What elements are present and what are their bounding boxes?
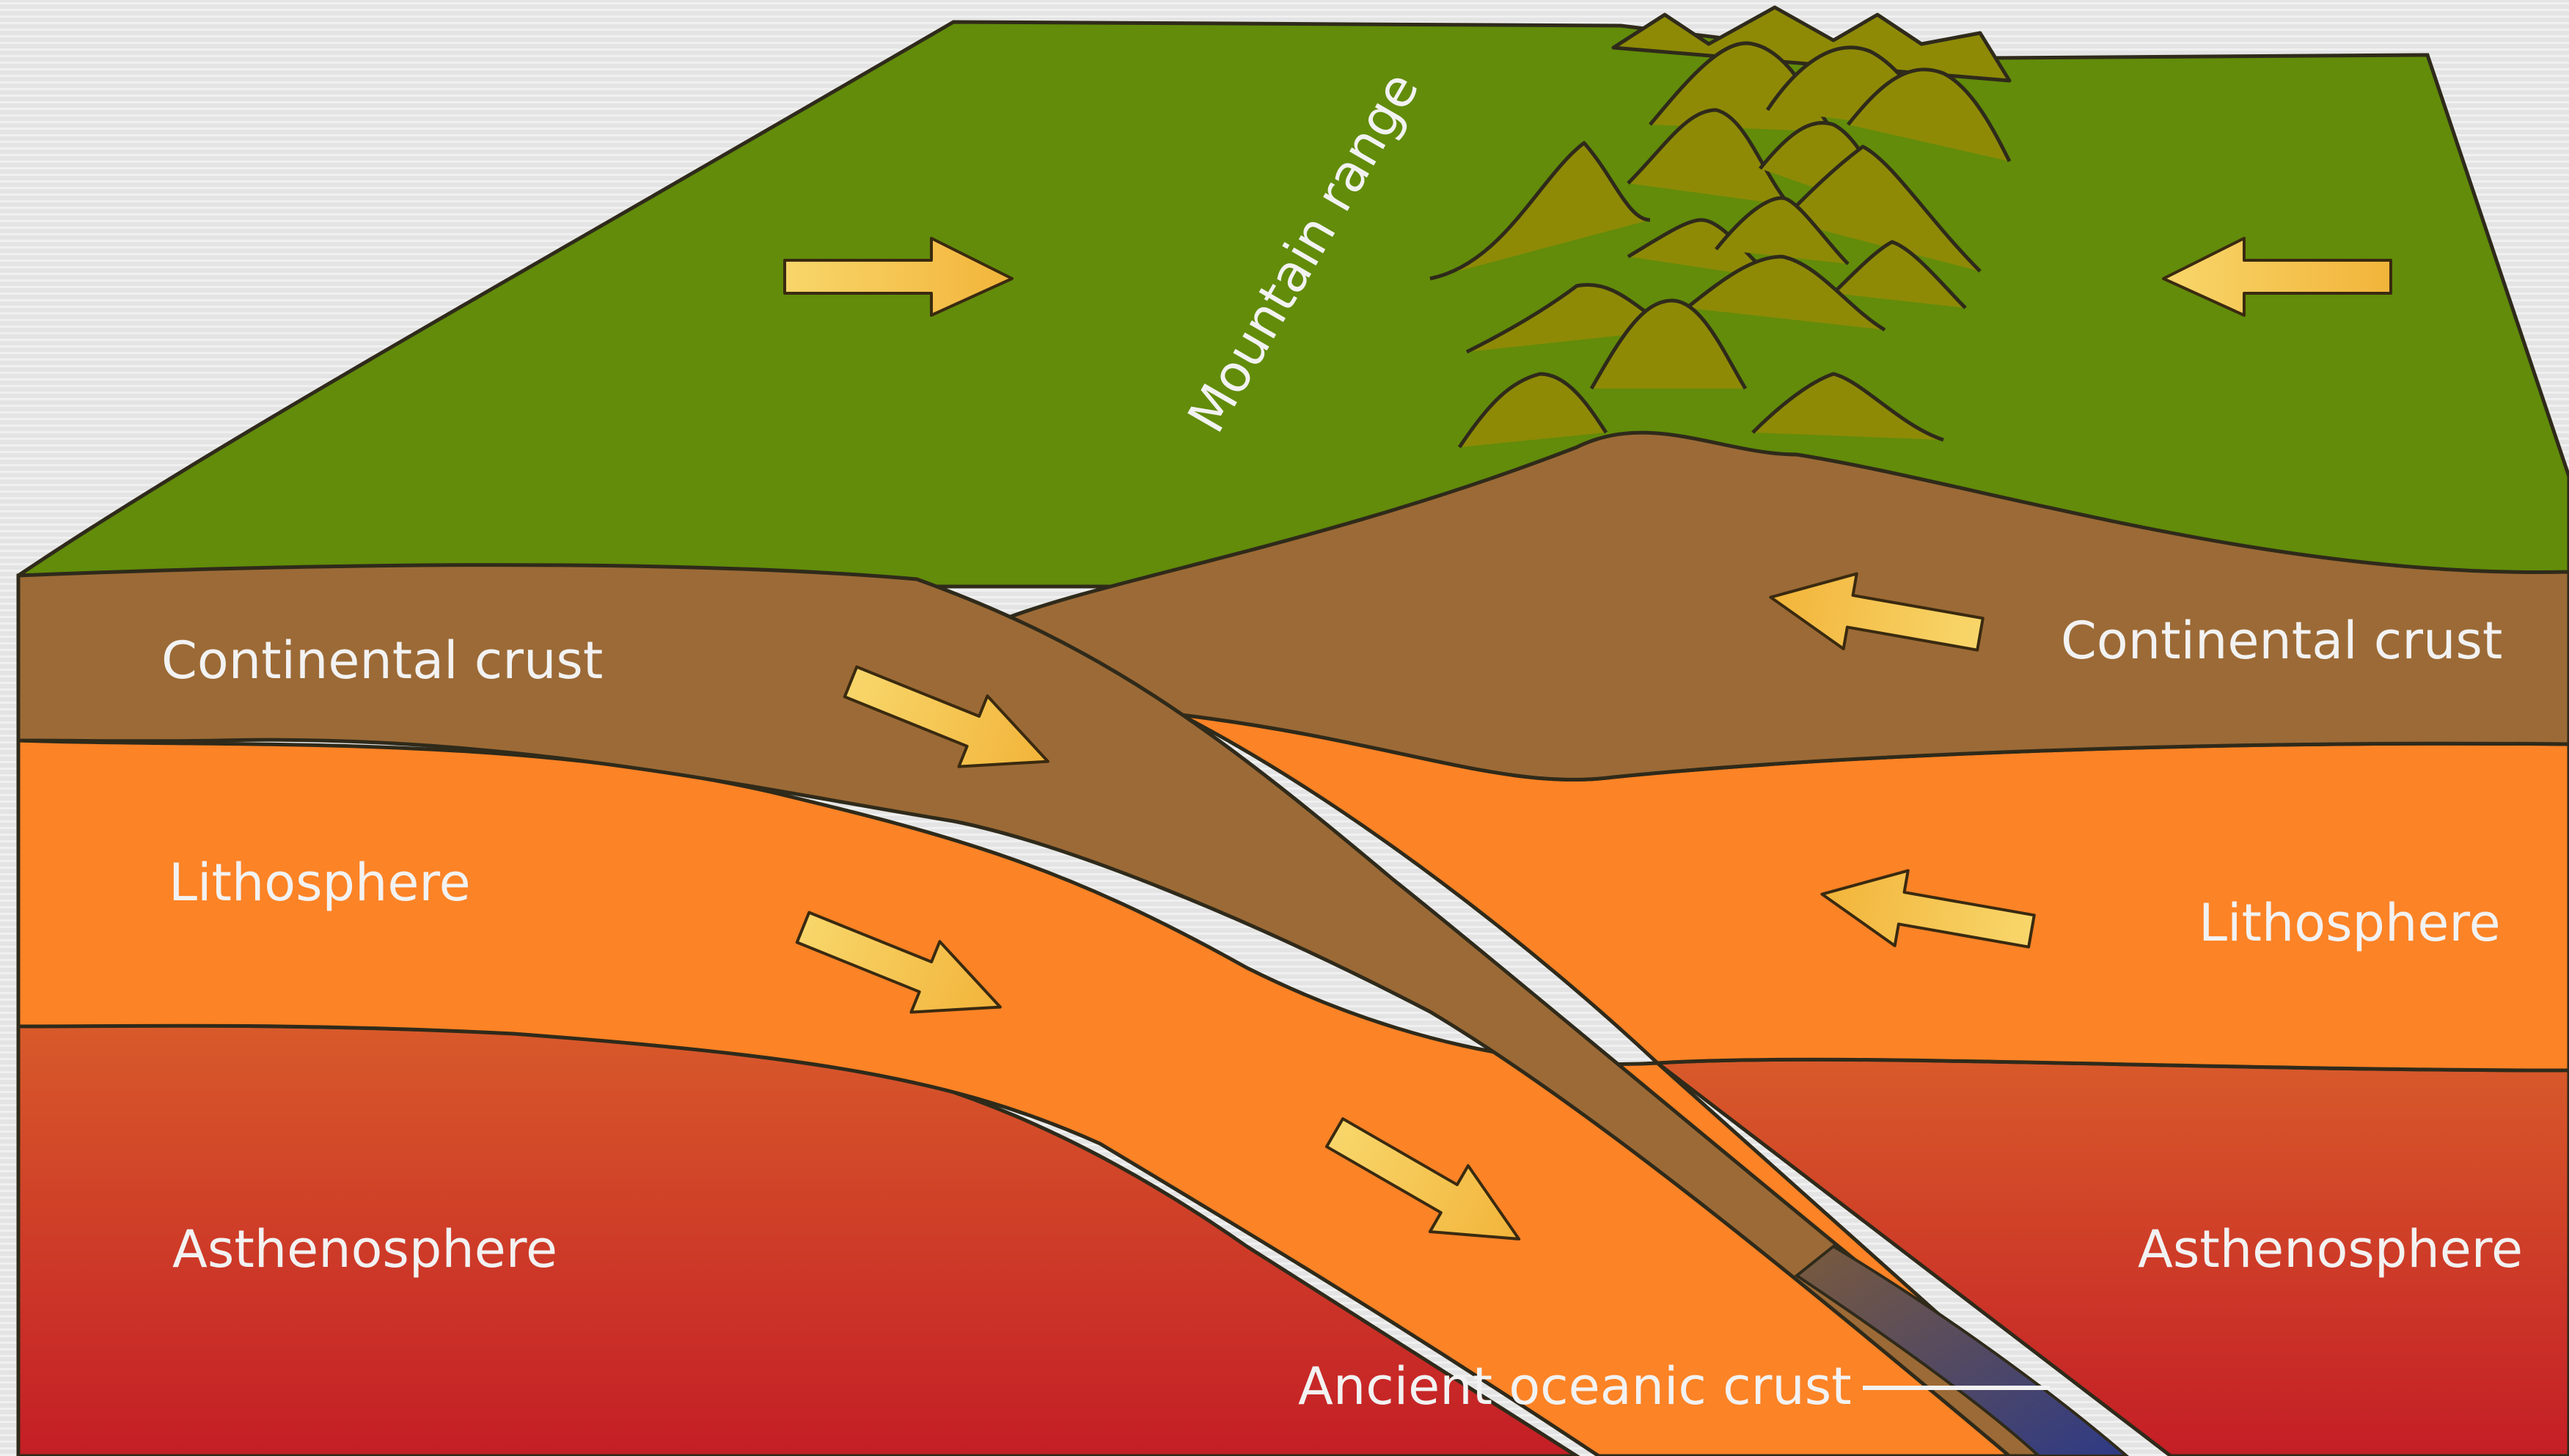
lithosphere-left-label: Lithosphere	[169, 853, 471, 913]
asthenosphere-right-label: Asthenosphere	[2138, 1219, 2523, 1279]
continental-crust-right-label: Continental crust	[2061, 611, 2502, 671]
ancient-oceanic-crust-label: Ancient oceanic crust	[1298, 1356, 1852, 1416]
asthenosphere-left-label: Asthenosphere	[172, 1219, 557, 1279]
continental-crust-left-label: Continental crust	[161, 630, 603, 691]
lithosphere-right-label: Lithosphere	[2199, 893, 2501, 953]
